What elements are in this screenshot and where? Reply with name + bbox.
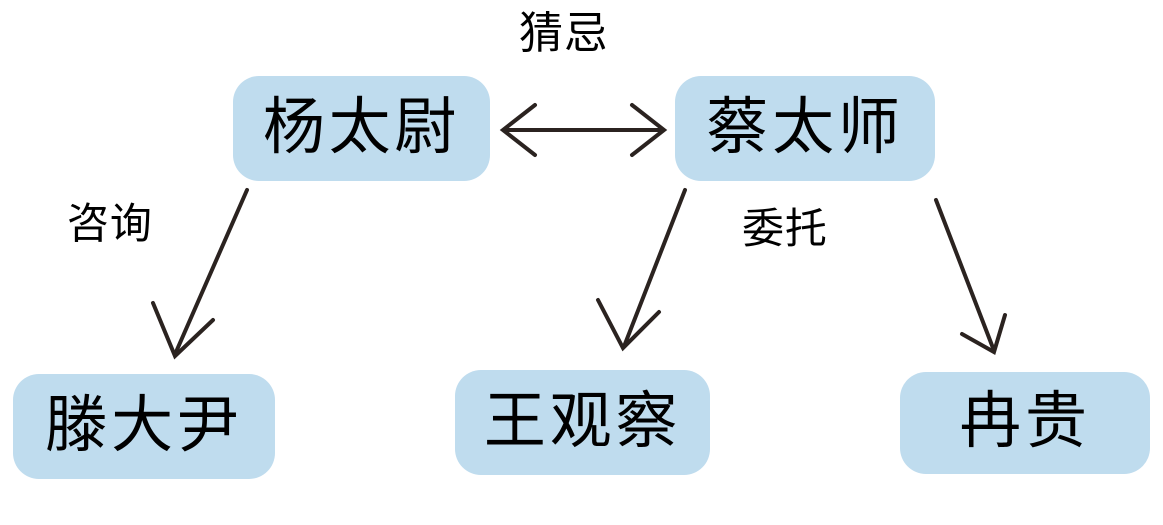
edge-entrust-arrow <box>934 198 1007 355</box>
edge-label-consult: 咨询 <box>67 199 153 248</box>
node-yang-taiwei[interactable]: 杨太尉 <box>233 76 490 181</box>
edge-label-suspicion: 猜忌 <box>519 8 609 59</box>
node-ran-gui[interactable]: 冉贵 <box>900 372 1150 474</box>
node-label: 滕大尹 <box>45 387 243 461</box>
node-label: 冉贵 <box>959 384 1091 457</box>
node-teng-dayin[interactable]: 滕大尹 <box>13 374 275 479</box>
node-label: 王观察 <box>483 383 682 457</box>
edge-suspicion-arrow <box>499 103 668 157</box>
node-label: 杨太尉 <box>262 89 461 163</box>
edge-label-entrust: 委托 <box>742 204 828 253</box>
edge-consult-arrow <box>151 188 249 360</box>
node-label: 蔡太师 <box>706 89 904 163</box>
node-cai-taishi[interactable]: 蔡太师 <box>675 76 935 181</box>
edge-cai-wang-arrow <box>596 188 687 352</box>
node-wang-guancha[interactable]: 王观察 <box>455 370 710 475</box>
